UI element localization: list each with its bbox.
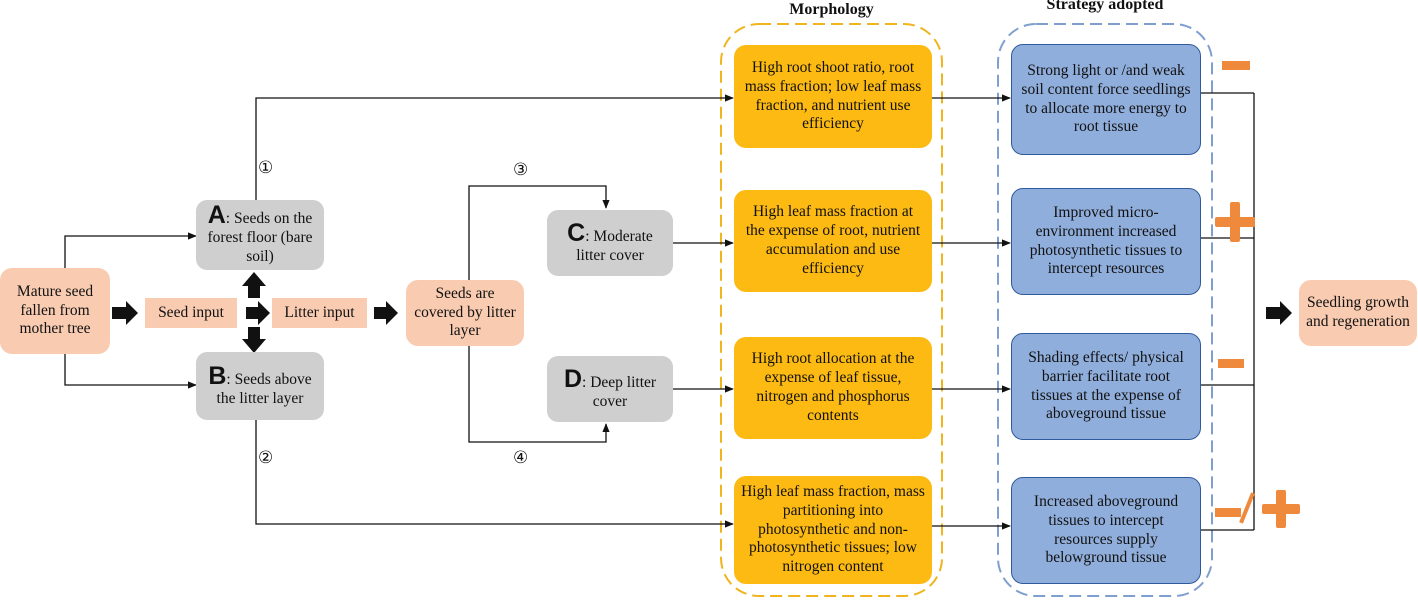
- morphology-box-3: High root allocation at the expense of l…: [734, 337, 932, 439]
- outcome-box: Seedling growth and regeneration: [1299, 280, 1417, 346]
- line-path-3: [468, 185, 610, 310]
- morphology-box-2: High leaf mass fraction at the expense o…: [734, 190, 932, 292]
- box-b: B: Seeds above the litter layer: [196, 352, 324, 420]
- morphology-box-4: High leaf mass fraction, mass partitioni…: [734, 476, 932, 584]
- box-a-letter: A: [207, 201, 226, 230]
- box-b-text: B: Seeds above the litter layer: [200, 361, 320, 409]
- block-arrow-to-outcome: [1266, 301, 1292, 325]
- box-d-letter: D: [563, 364, 583, 393]
- plus-sign-4: [1262, 490, 1300, 528]
- covered-box: Seeds are covered by litter layer: [406, 280, 524, 346]
- box-d-label: : Deep litter cover: [582, 373, 657, 410]
- block-arrow-down-to-b: [242, 327, 266, 353]
- minus-sign-1: [1222, 61, 1250, 70]
- box-c-text: C: Moderate litter cover: [551, 218, 669, 266]
- strategy-group-border: [997, 23, 1213, 597]
- path-number-1: ①: [258, 158, 274, 178]
- line-path-4: [468, 346, 610, 443]
- box-b-letter: B: [208, 361, 227, 390]
- box-c: C: Moderate litter cover: [547, 210, 673, 276]
- block-arrow-to-covered: [374, 301, 398, 325]
- litter-input-box: Litter input: [272, 298, 367, 328]
- morphology-group-border: [720, 23, 943, 597]
- line-mature-to-a: [64, 232, 197, 268]
- box-d: D: Deep litter cover: [547, 356, 673, 422]
- line-path-2: [255, 420, 734, 528]
- strategy-box-1: Strong light or /and weak soil content f…: [1011, 44, 1201, 155]
- block-arrow-to-litter-input: [246, 301, 270, 325]
- path-number-2: ②: [258, 448, 274, 468]
- minus-sign-4: [1215, 508, 1241, 517]
- strategy-heading: Strategy adopted: [1046, 0, 1164, 13]
- strategy-box-4: Increased aboveground tissues to interce…: [1011, 477, 1201, 584]
- minus-sign-3: [1218, 359, 1244, 368]
- mature-seed-box: Mature seed fallen from mother tree: [0, 268, 110, 354]
- morphology-heading: Morphology: [789, 1, 874, 18]
- box-a-label: : Seeds on the forest floor (bare soil): [207, 210, 313, 265]
- block-arrow-up-to-a: [242, 272, 266, 298]
- plus-sign-2: [1215, 202, 1255, 242]
- box-a-text: A: Seeds on the forest floor (bare soil): [200, 203, 320, 267]
- box-c-label: : Moderate litter cover: [576, 227, 653, 264]
- strategy-box-2: Improved micro-environment increased pho…: [1011, 188, 1201, 295]
- box-b-label: : Seeds above the litter layer: [216, 370, 312, 407]
- box-c-letter: C: [567, 218, 586, 247]
- path-number-3: ③: [513, 160, 529, 180]
- line-path-1: [255, 94, 734, 200]
- strategy-box-3: Shading effects/ physical barrier facili…: [1011, 333, 1201, 440]
- box-d-text: D: Deep litter cover: [551, 364, 669, 412]
- box-a: A: Seeds on the forest floor (bare soil): [196, 200, 324, 270]
- morphology-box-1: High root shoot ratio, root mass fractio…: [734, 45, 932, 148]
- block-arrow-mature-to-seed-input: [112, 301, 138, 325]
- path-number-4: ④: [513, 448, 529, 468]
- seed-input-box: Seed input: [145, 298, 237, 328]
- line-mature-to-b: [64, 353, 197, 389]
